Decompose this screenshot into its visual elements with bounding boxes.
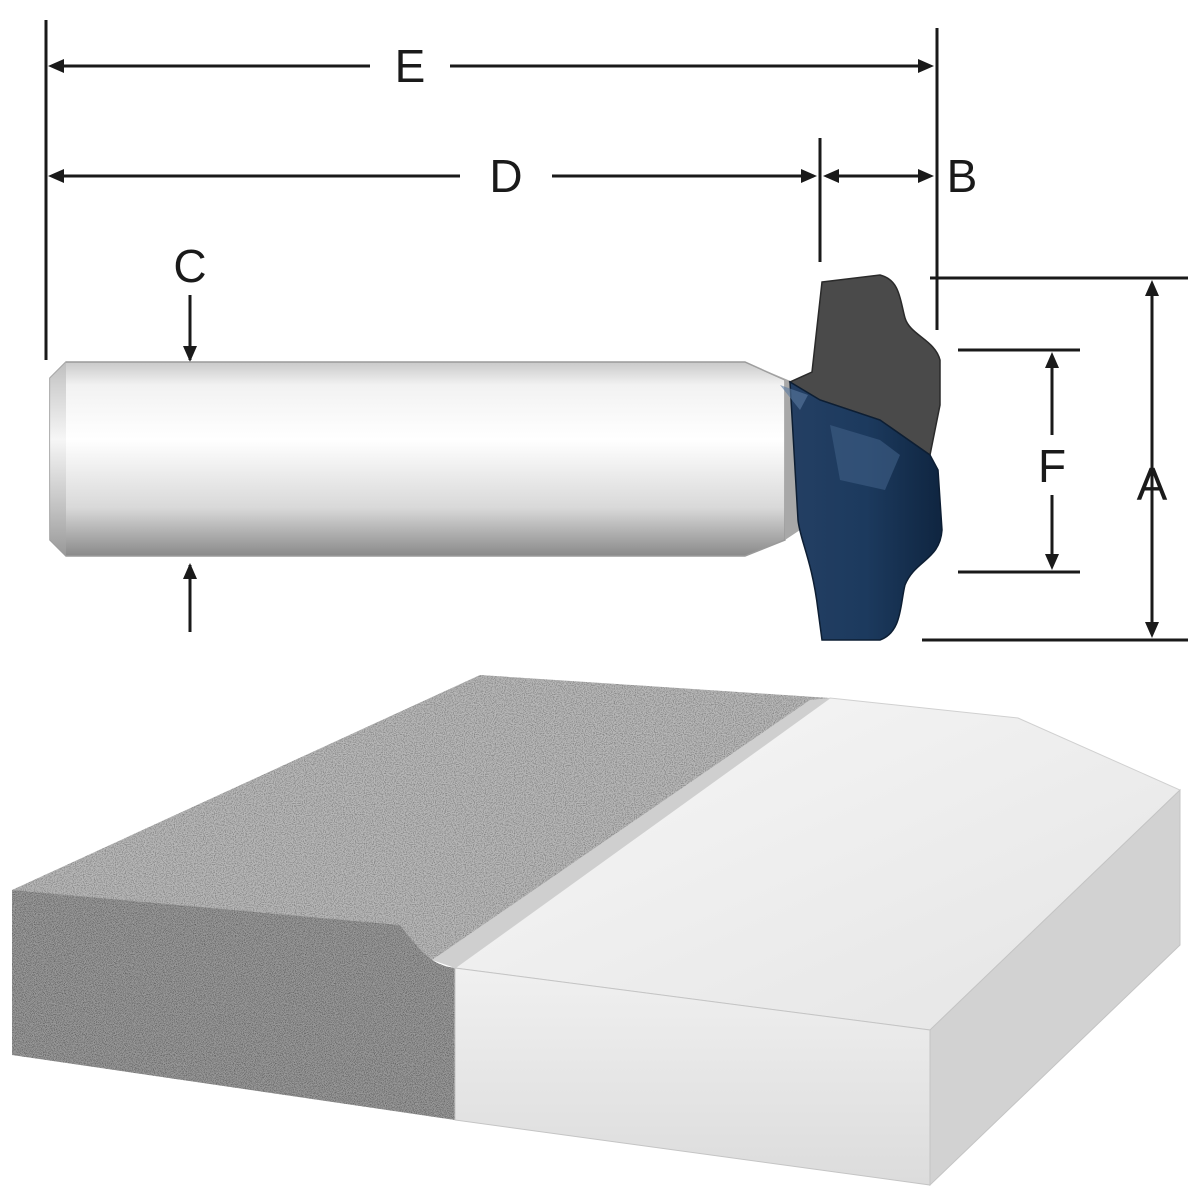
label-b: B	[947, 150, 978, 202]
dimension-lines	[44, 20, 1188, 642]
shank-collar	[745, 362, 800, 540]
panel-front-face	[454, 967, 931, 1186]
workpiece	[12, 675, 1181, 1187]
dimension-arrowheads	[48, 59, 1159, 638]
label-c: C	[173, 240, 206, 292]
granite-top-surface	[12, 675, 830, 960]
router-bit	[49, 274, 943, 641]
label-d: D	[489, 150, 522, 202]
shank	[49, 361, 786, 557]
label-a: A	[1137, 458, 1168, 510]
label-f: F	[1038, 440, 1066, 492]
cutter-bottom	[789, 380, 943, 641]
label-e: E	[395, 40, 426, 92]
granite-front-face	[12, 890, 455, 1120]
